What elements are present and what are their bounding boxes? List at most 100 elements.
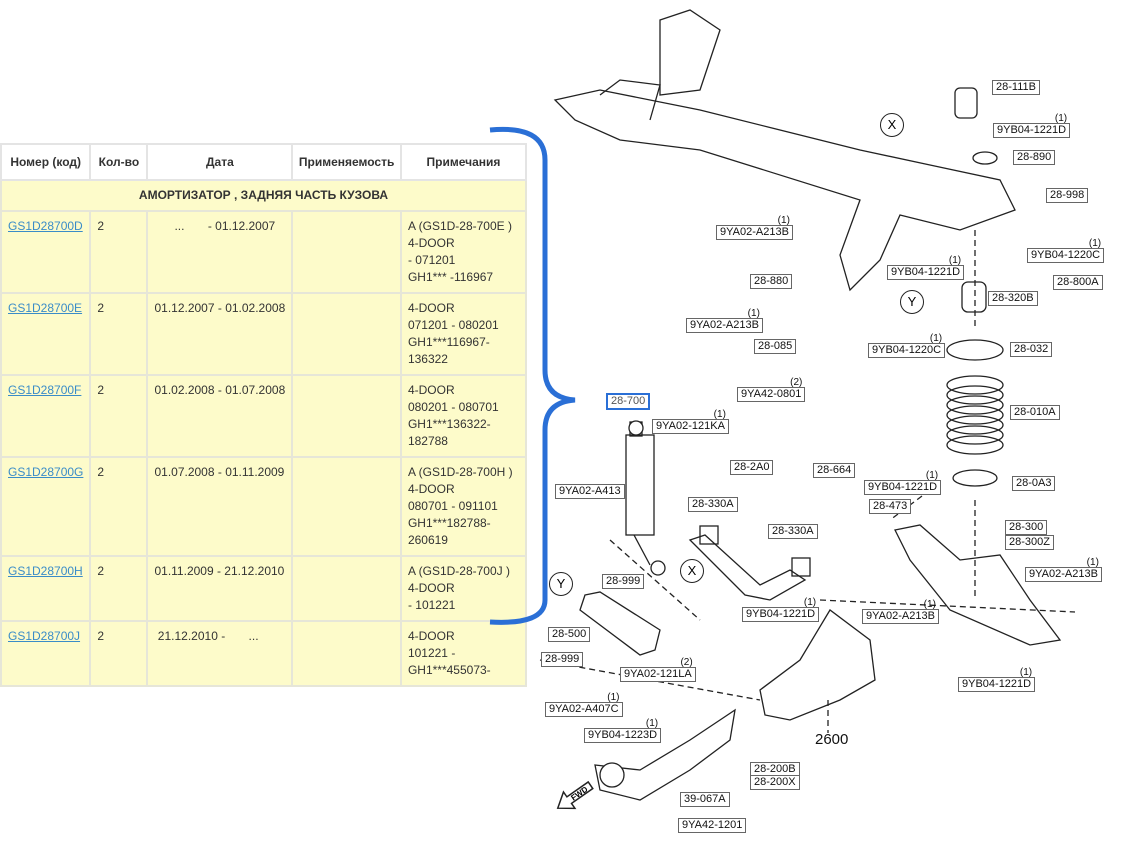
part-label: 9YB04-1221D(1): [958, 667, 1036, 692]
part-number: 9YA02-A213B: [1029, 568, 1098, 580]
part-code-link[interactable]: GS1D28700E: [8, 301, 83, 315]
applicability-cell: [291, 374, 402, 458]
trailing-arm: [594, 708, 736, 801]
code-cell: GS1D28700D: [0, 210, 92, 294]
part-code-link[interactable]: GS1D28700D: [8, 219, 83, 233]
note-line: 071201 - 080201: [407, 318, 499, 332]
part-label: 9YB04-1221D(1): [742, 597, 820, 622]
knuckle: [759, 609, 876, 721]
part-number: 9YB04-1221D: [891, 266, 961, 278]
qty-cell: 2: [89, 374, 149, 458]
part-number: 28-330A: [692, 498, 734, 510]
notes-cell: A (GS1D-28-700J )4-DOOR- 101221: [399, 555, 528, 622]
part-number: 28-880: [754, 275, 789, 287]
part-number: 9YA42-0801: [741, 388, 802, 400]
part-label: 9YA02-121KA(1): [652, 409, 729, 434]
quantity-note: (1): [1086, 557, 1099, 568]
part-number: 28-085: [758, 340, 793, 352]
part-label: 2600: [812, 732, 852, 747]
quantity-note: (1): [925, 470, 939, 481]
qty-cell: 2: [89, 456, 149, 557]
part-number: 28-0A3: [1016, 477, 1052, 489]
part-label: 28-890: [1013, 150, 1056, 165]
part-number: 9YA02-A213B: [720, 226, 789, 238]
part-label: 9YA02-A413: [555, 484, 625, 499]
date-cell: 01.11.2009 - 21.12.2010: [146, 555, 294, 622]
quantity-note: (1): [948, 255, 962, 266]
quantity-note: (1): [923, 599, 936, 610]
part-number: 28-700: [611, 395, 646, 407]
qty-cell: 2: [89, 210, 149, 294]
note-line: - 071201: [407, 253, 456, 267]
table-row: GS1D28700D 2 ... - 01.12.2007 A (GS1D-28…: [0, 210, 528, 294]
applicability-cell: [291, 456, 402, 557]
note-line: GH1*** -116967: [407, 270, 494, 284]
quantity-note: (2): [680, 657, 693, 668]
quantity-note: (1): [929, 333, 943, 344]
note-line: GH1***455073-: [407, 663, 491, 677]
quantity-note: (1): [713, 409, 726, 420]
reference-marker: X: [880, 113, 904, 137]
code-cell: GS1D28700G: [0, 456, 92, 557]
code-cell: GS1D28700E: [0, 292, 92, 376]
table-row: GS1D28700G 2 01.07.2008 - 01.11.2009 A (…: [0, 456, 528, 557]
part-label: 28-200X: [750, 775, 800, 790]
section-title-row: АМОРТИЗАТОР , ЗАДНЯЯ ЧАСТЬ КУЗОВА: [0, 179, 527, 212]
note-line: GH1***116967-136322: [407, 335, 490, 366]
col-header-qty: Кол-во: [89, 143, 149, 181]
part-label: 28-320B: [988, 291, 1038, 306]
applicability-cell: [291, 210, 402, 294]
part-label: 9YA02-A213B(1): [862, 599, 939, 624]
part-label: 28-664: [813, 463, 856, 478]
part-label: 28-500: [548, 627, 591, 642]
part-number: 28-320B: [992, 292, 1034, 304]
date-cell: 01.07.2008 - 01.11.2009: [146, 456, 294, 557]
part-number: 28-2A0: [734, 461, 770, 473]
code-cell: GS1D28700F: [0, 374, 92, 458]
col-header-date: Дата: [146, 143, 294, 181]
part-number: 28-998: [1050, 189, 1085, 201]
note-line: 4-DOOR: [407, 236, 455, 250]
lateral-link: [579, 591, 661, 656]
qty-cell: 2: [89, 555, 149, 622]
upper-arm: [688, 534, 807, 601]
part-label: 9YB04-1223D(1): [584, 718, 662, 743]
part-number: 39-067A: [684, 793, 726, 805]
part-label: 28-010A: [1010, 405, 1060, 420]
reference-marker: X: [680, 559, 704, 583]
part-code-link[interactable]: GS1D28700H: [8, 564, 83, 578]
fwd-arrow-icon: FWD: [556, 780, 594, 810]
col-header-notes: Примечания: [399, 143, 528, 181]
quantity-note: (1): [777, 215, 790, 226]
table-row: GS1D28700H 2 01.11.2009 - 21.12.2010 A (…: [0, 555, 528, 622]
highlight-bracket: [489, 126, 576, 625]
part-label: 28-330A: [768, 524, 818, 539]
part-code-link[interactable]: GS1D28700G: [8, 465, 84, 479]
part-label: 28-473: [869, 499, 912, 514]
part-label: 28-0A3: [1012, 476, 1056, 491]
note-line: 4-DOOR: [407, 629, 455, 643]
part-number: 28-010A: [1014, 406, 1056, 418]
part-label: 9YA02-A213B(1): [716, 215, 793, 240]
part-code-link[interactable]: GS1D28700J: [8, 629, 81, 643]
part-number: 9YB04-1221D: [962, 678, 1032, 690]
note-line: 080701 - 091101: [407, 499, 498, 513]
part-number: 28-200X: [754, 776, 796, 788]
quantity-note: (1): [1054, 113, 1068, 124]
part-number: 9YA42-1201: [682, 819, 743, 831]
part-number: 28-330A: [772, 525, 814, 537]
part-number: 9YB04-1221D: [997, 124, 1067, 136]
part-code-link[interactable]: GS1D28700F: [8, 383, 82, 397]
part-label: 28-300: [1005, 520, 1048, 535]
quantity-note: (1): [803, 597, 817, 608]
part-number: 9YB04-1223D: [588, 729, 658, 741]
part-number: 9YB04-1221D: [746, 608, 816, 620]
qty-cell: 2: [89, 620, 149, 687]
col-header-applicability: Применяемость: [291, 143, 402, 181]
note-line: A (GS1D-28-700J ): [407, 564, 510, 578]
part-number: 28-473: [873, 500, 908, 512]
note-line: A (GS1D-28-700E ): [407, 219, 512, 233]
